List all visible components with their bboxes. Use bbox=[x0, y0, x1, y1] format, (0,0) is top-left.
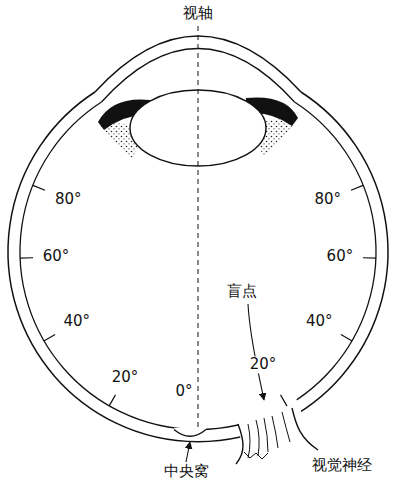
part-label: 盲点 bbox=[225, 283, 259, 300]
angle-label: 60° bbox=[325, 248, 356, 265]
degree-tick bbox=[351, 185, 363, 190]
nerve-fibers bbox=[244, 452, 268, 459]
visual-axis bbox=[198, 26, 199, 428]
angle-label: 0° bbox=[173, 383, 194, 400]
angle-label: 80° bbox=[313, 191, 344, 208]
blind-spot-arrow bbox=[248, 304, 264, 400]
nerve-fibers bbox=[248, 412, 290, 458]
degree-tick bbox=[363, 257, 376, 259]
part-label: 中央窝 bbox=[162, 464, 211, 481]
angle-label: 20° bbox=[248, 356, 279, 373]
angle-label: 60° bbox=[41, 248, 72, 265]
degree-tick bbox=[341, 335, 352, 342]
angle-label: 40° bbox=[61, 313, 92, 330]
degree-tick bbox=[20, 257, 33, 259]
fovea bbox=[174, 430, 206, 437]
degree-tick bbox=[281, 395, 288, 406]
degree-tick bbox=[44, 335, 55, 342]
optic-nerve bbox=[292, 408, 318, 450]
angle-label: 80° bbox=[53, 191, 84, 208]
degree-tick bbox=[109, 395, 116, 406]
nerve-gap bbox=[238, 398, 312, 452]
fovea-arrow bbox=[186, 442, 190, 462]
degree-tick bbox=[33, 185, 45, 190]
axis-label: 视轴 bbox=[181, 5, 215, 22]
part-label: 视觉神经 bbox=[310, 457, 374, 474]
angle-label: 20° bbox=[110, 370, 141, 387]
angle-label: 40° bbox=[304, 313, 335, 330]
optic-nerve bbox=[236, 424, 243, 464]
